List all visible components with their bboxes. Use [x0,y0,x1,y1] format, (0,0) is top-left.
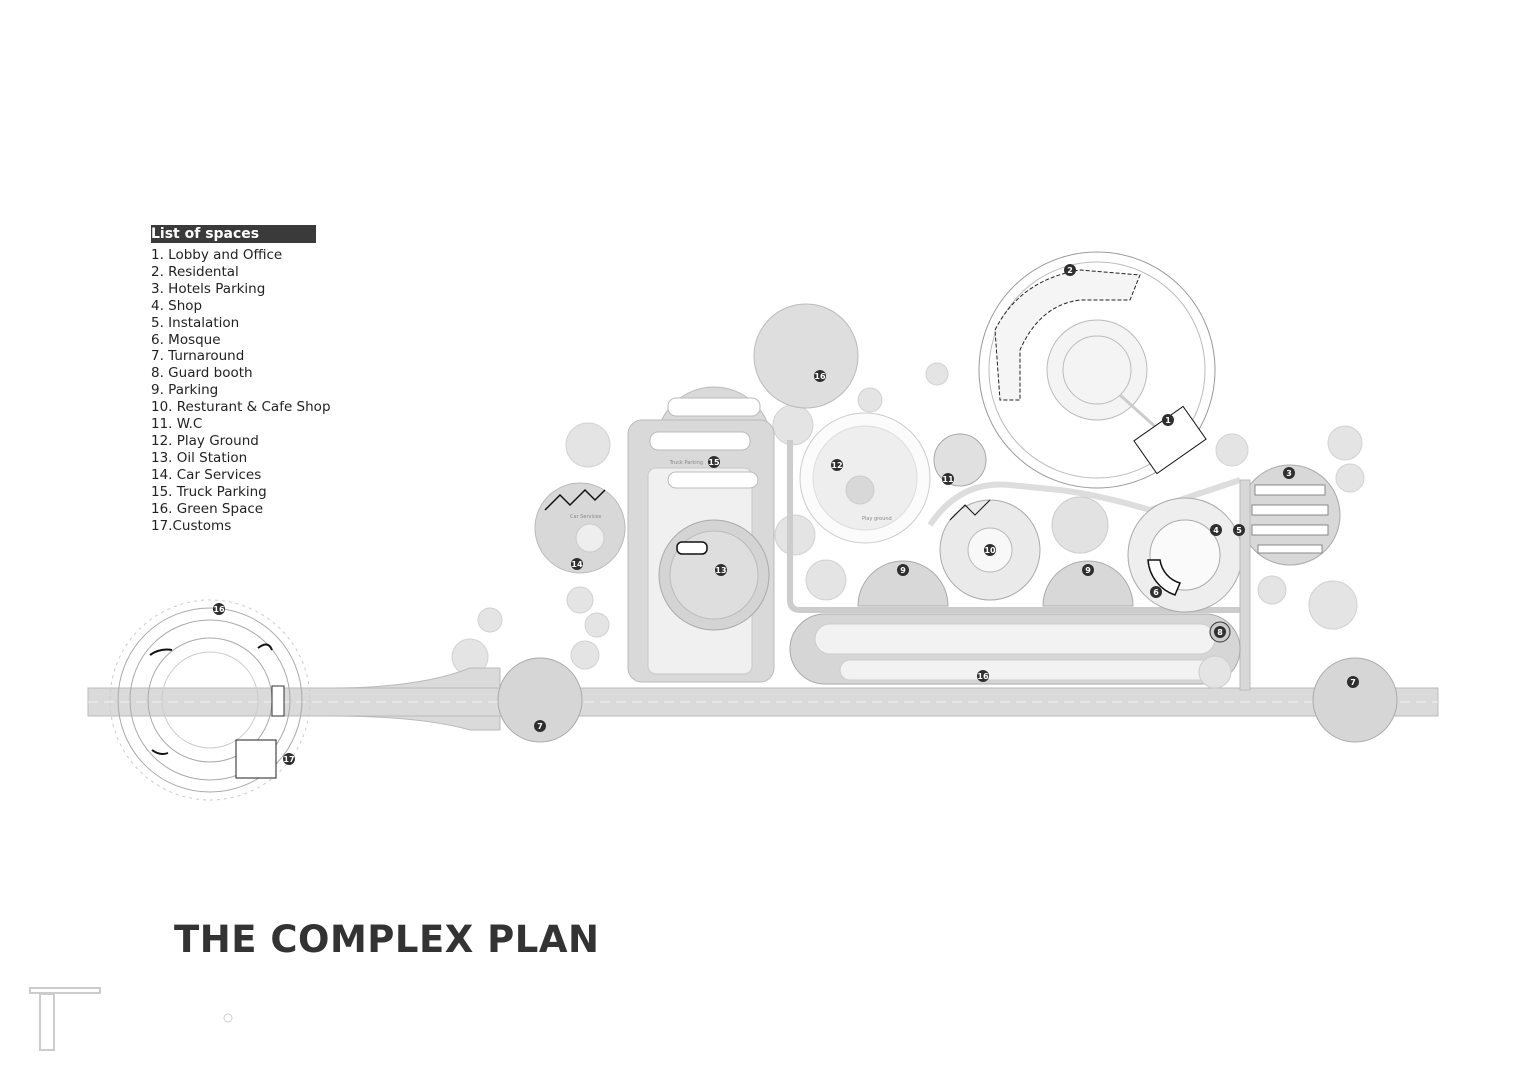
legend-item: 1. Lobby and Office [151,247,283,263]
legend-item: 4. Shop [151,297,203,314]
svg-text:13: 13 [715,566,726,575]
marker: 11 [942,473,954,485]
svg-text:7: 7 [1350,678,1356,687]
parking [1042,560,1134,607]
svg-text:1: 1 [1165,416,1171,425]
turnaround [497,657,583,743]
legend-item: 17.Customs [151,517,232,534]
svg-text:16: 16 [814,372,826,381]
marker: 5 [1233,524,1245,536]
marker: 9 [897,564,909,576]
legend-item: 11. W.C [151,416,203,433]
marker: 6 [1150,586,1162,598]
svg-text:6: 6 [1153,588,1159,597]
marker: 13 [715,564,727,576]
trees [451,362,1365,676]
customs-area [109,599,311,801]
legend-item: 3. Hotels Parking [151,280,266,297]
marker: 8 [1214,626,1226,638]
legend-item: 15. Truck Parking [151,483,267,500]
svg-text:12: 12 [831,461,842,470]
marker: 17 [283,753,295,765]
legend-item: 14. Car Services [151,466,262,483]
legend-item: 10. Resturant & Cafe Shop [151,399,331,416]
svg-text:11: 11 [942,475,954,484]
residential [978,251,1216,489]
svg-text:5: 5 [1236,526,1242,535]
legend-item: 8. Guard booth [151,365,253,382]
space-number-markers: 2 1 16 15 12 11 3 14 13 10 9 9 4 5 6 8 1… [213,264,1359,765]
marker: 4 [1210,524,1222,536]
svg-text:14: 14 [571,560,583,569]
legend-item: 2. Residental [151,263,239,280]
svg-text:8: 8 [1217,628,1223,637]
marker: 16 [213,603,225,615]
tarh2tarh-logo [29,987,233,1051]
legend-item: 5. Instalation [151,314,240,331]
playground-label: Play ground [862,516,892,522]
legend: List of spaces 1. Lobby and Office 2. Re… [151,225,331,534]
svg-text:16: 16 [213,605,225,614]
legend-item: 16. Green Space [151,500,264,517]
truck-parking-label: Truck Parking [669,460,703,466]
legend-item: 13. Oil Station [151,449,248,466]
marker: 7 [1347,676,1359,688]
marker: 7 [534,720,546,732]
marker: 2 [1064,264,1076,276]
marker: 14 [571,558,583,570]
svg-text:9: 9 [1085,566,1091,575]
svg-text:15: 15 [708,458,720,467]
page-title: THE COMPLEX PLAN [174,918,600,961]
marker: 15 [708,456,720,468]
marker: 1 [1162,414,1174,426]
marker: 3 [1283,467,1295,479]
legend-item: 9. Parking [151,382,219,399]
green-space [753,303,859,409]
legend-item: 12. Play Ground [151,432,259,449]
svg-text:9: 9 [900,566,906,575]
marker: 12 [831,459,843,471]
svg-text:17: 17 [283,755,294,764]
legend-title: List of spaces [151,225,316,243]
svg-text:3: 3 [1286,469,1292,478]
marker: 16 [814,370,826,382]
parking [857,560,949,607]
wc [933,433,987,487]
svg-text:10: 10 [984,546,996,555]
legend-list: 1. Lobby and Office 2. Residental 3. Hot… [151,247,331,534]
svg-text:2: 2 [1067,266,1073,275]
svg-text:7: 7 [537,722,543,731]
legend-item: 6. Mosque [151,331,221,348]
svg-text:4: 4 [1213,526,1219,535]
marker: 16 [977,670,989,682]
marker: 9 [1082,564,1094,576]
car-services-label: Car Services [570,514,602,520]
svg-text:16: 16 [977,672,989,681]
turnaround [1312,657,1398,743]
marker: 10 [984,544,996,556]
legend-item: 7. Turnaround [151,348,245,365]
